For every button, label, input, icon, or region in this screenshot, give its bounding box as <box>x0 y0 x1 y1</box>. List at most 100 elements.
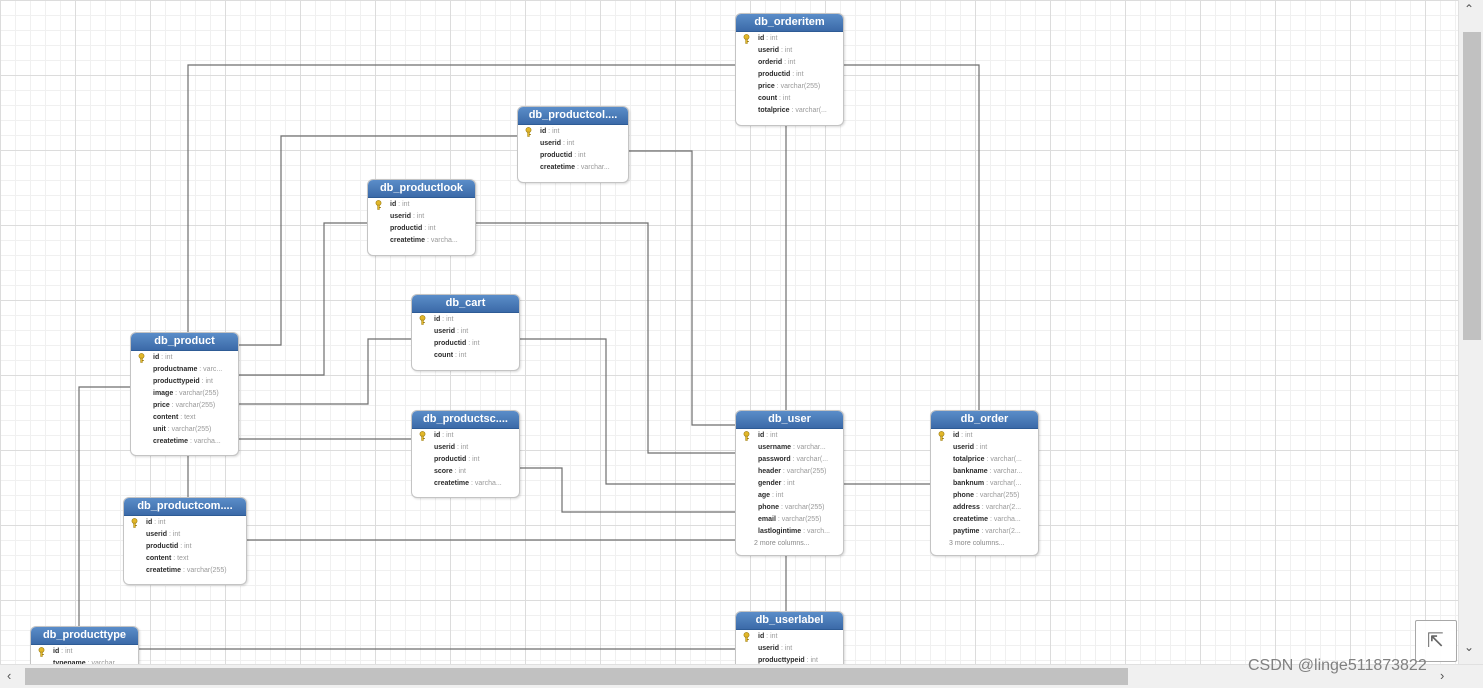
scroll-right-icon[interactable]: › <box>1440 668 1445 683</box>
column-row[interactable]: producttypeid : int <box>135 376 234 388</box>
column-row[interactable]: totalprice : varchar(... <box>935 454 1034 466</box>
column-row[interactable]: content : text <box>128 553 242 565</box>
column-row[interactable]: id : int <box>35 646 134 658</box>
column-row[interactable]: userid : int <box>740 45 839 57</box>
column-row[interactable]: paytime : varchar(2... <box>935 526 1034 538</box>
column-row[interactable]: productid : int <box>416 338 515 350</box>
column-row[interactable]: bankname : varchar... <box>935 466 1034 478</box>
column-row[interactable]: header : varchar(255) <box>740 466 839 478</box>
column-row[interactable]: orderid : int <box>740 57 839 69</box>
scroll-down-icon[interactable]: ⌄ <box>1464 640 1475 654</box>
column-row[interactable]: content : text <box>135 412 234 424</box>
column-row[interactable]: age : int <box>740 490 839 502</box>
column-row[interactable]: email : varchar(255) <box>740 514 839 526</box>
column-name: id <box>953 432 960 439</box>
vertical-scroll-thumb[interactable] <box>1463 32 1481 340</box>
column-name: productid <box>434 340 467 347</box>
column-row[interactable]: productname : varc... <box>135 364 234 376</box>
column-row[interactable]: id : int <box>522 126 624 138</box>
column-row[interactable]: productid : int <box>522 150 624 162</box>
column-row[interactable]: image : varchar(255) <box>135 388 234 400</box>
column-row[interactable]: productid : int <box>128 541 242 553</box>
column-row[interactable]: gender : int <box>740 478 839 490</box>
relationship-lines <box>78 64 980 650</box>
column-type: : int <box>779 645 793 652</box>
column-name: phone <box>953 492 974 499</box>
column-row[interactable]: createtime : varcha... <box>372 235 471 247</box>
column-name: lastlogintime <box>758 528 802 535</box>
column-row[interactable]: productid : int <box>740 69 839 81</box>
column-row[interactable]: userid : int <box>740 643 839 655</box>
column-row[interactable]: password : varchar(... <box>740 454 839 466</box>
column-row[interactable]: id : int <box>416 314 515 326</box>
column-row[interactable]: id : int <box>740 33 839 45</box>
column-row[interactable]: createtime : varcha... <box>935 514 1034 526</box>
more-columns-link[interactable]: 2 more columns... <box>754 540 810 547</box>
column-row[interactable]: userid : int <box>372 211 471 223</box>
column-row[interactable]: userid : int <box>416 442 515 454</box>
column-row[interactable]: createtime : varchar... <box>522 162 624 174</box>
column-type: : int <box>466 456 480 463</box>
column-type: : int <box>781 480 795 487</box>
column-row[interactable]: id : int <box>740 430 839 442</box>
vertical-scrollbar[interactable]: ⌃ ⌄ <box>1458 0 1483 664</box>
key-icon <box>742 431 751 441</box>
column-row[interactable]: userid : int <box>416 326 515 338</box>
column-row[interactable]: id : int <box>935 430 1034 442</box>
relation-line <box>187 64 736 334</box>
column-row[interactable]: producttypeid : int <box>740 655 839 664</box>
horizontal-scrollbar[interactable]: ‹ › <box>0 664 1483 688</box>
table-title: db_productcol.... <box>518 107 628 125</box>
column-row[interactable]: id : int <box>372 199 471 211</box>
zoom-fit-button[interactable]: ⇱ <box>1415 620 1457 662</box>
column-row[interactable]: username : varchar... <box>740 442 839 454</box>
column-row[interactable]: createtime : varcha... <box>416 478 515 490</box>
more-columns-link[interactable]: 3 more columns... <box>949 540 1005 547</box>
column-row[interactable]: typename : varchar... <box>35 658 134 664</box>
column-row[interactable]: phone : varchar(255) <box>740 502 839 514</box>
column-row[interactable]: userid : int <box>128 529 242 541</box>
column-row[interactable]: count : int <box>416 350 515 362</box>
column-type: : int <box>440 316 454 323</box>
column-row[interactable]: id : int <box>135 352 234 364</box>
column-type: : int <box>764 35 778 42</box>
column-row[interactable]: price : varchar(255) <box>740 81 839 93</box>
column-row[interactable]: address : varchar(2... <box>935 502 1034 514</box>
column-name: totalprice <box>758 107 790 114</box>
column-row[interactable]: createtime : varchar(255) <box>128 565 242 577</box>
column-row[interactable]: id : int <box>128 517 242 529</box>
column-row[interactable]: unit : varchar(255) <box>135 424 234 436</box>
column-row[interactable]: id : int <box>416 430 515 442</box>
column-row[interactable]: phone : varchar(255) <box>935 490 1034 502</box>
column-row[interactable]: productid : int <box>416 454 515 466</box>
column-row[interactable]: totalprice : varchar(... <box>740 105 839 117</box>
horizontal-scroll-thumb[interactable] <box>25 668 1128 685</box>
scroll-left-icon[interactable]: ‹ <box>7 668 12 683</box>
column-row[interactable]: score : int <box>416 466 515 478</box>
column-row[interactable]: id : int <box>740 631 839 643</box>
column-row[interactable]: price : varchar(255) <box>135 400 234 412</box>
scroll-up-icon[interactable]: ⌃ <box>1464 2 1475 16</box>
column-row[interactable]: userid : int <box>522 138 624 150</box>
column-row[interactable]: userid : int <box>935 442 1034 454</box>
column-row[interactable]: banknum : varchar(... <box>935 478 1034 490</box>
column-row[interactable]: count : int <box>740 93 839 105</box>
column-row[interactable]: productid : int <box>372 223 471 235</box>
column-row[interactable]: createtime : varcha... <box>135 436 234 448</box>
arrow-up-left-icon: ⇱ <box>1427 630 1444 652</box>
column-row[interactable]: lastlogintime : varch... <box>740 526 839 538</box>
column-name: password <box>758 456 791 463</box>
